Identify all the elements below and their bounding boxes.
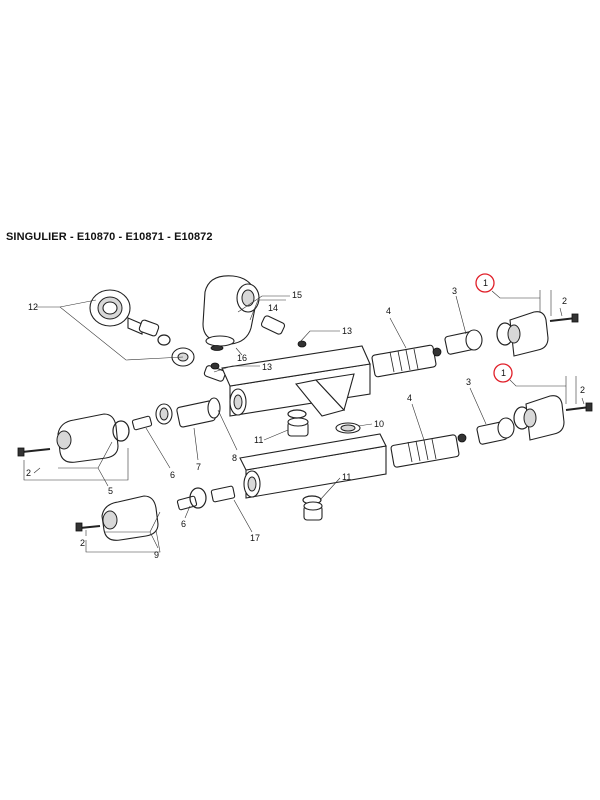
- label-part-6-lower: 6: [181, 519, 186, 529]
- label-part-4-upper: 4: [386, 306, 391, 316]
- part-17-mixer-body-lower: [239, 433, 387, 499]
- label-part-8: 8: [232, 453, 237, 463]
- label-part-11-upper: 11: [254, 435, 263, 445]
- page-title: SINGULIER - E10870 - E10871 - E10872: [6, 231, 213, 243]
- label-part-16: 16: [237, 353, 247, 363]
- part-5-handle-upper: [56, 413, 130, 463]
- part-13-connector-lower: [203, 362, 226, 382]
- part-2-screw-lower-right: [565, 402, 593, 412]
- label-part-1-upper: 1: [483, 278, 488, 288]
- part-1-handle-upper: [496, 311, 549, 357]
- label-part-6-upper: 6: [170, 470, 175, 480]
- part-8-mixer-body: [221, 345, 371, 417]
- part-2-screw-lower-left: [75, 522, 101, 532]
- label-part-3-lower: 3: [466, 377, 471, 387]
- part-12-flange: [89, 289, 195, 367]
- label-part-2-upper-right: 2: [562, 296, 567, 306]
- highlight-circle-part-1-lower: [493, 363, 513, 383]
- part-2-screw-upper-right: [549, 313, 579, 323]
- label-part-11-lower: 11: [342, 472, 351, 482]
- highlight-circle-part-1-upper: [475, 273, 495, 293]
- part-6-spindle-upper: [131, 415, 153, 431]
- label-part-1-lower: 1: [501, 368, 506, 378]
- part-2-screw-upper-left: [17, 447, 51, 457]
- part-6-spindle-lower: [176, 485, 236, 511]
- part-11-aerator-upper: [287, 409, 309, 437]
- label-part-2-lower-right: 2: [580, 385, 585, 395]
- label-part-15: 15: [292, 290, 302, 300]
- part-9-handle-lower: [101, 495, 159, 541]
- label-part-12: 12: [28, 302, 38, 312]
- leader-lines: [23, 290, 585, 553]
- label-part-13-upper: 13: [342, 326, 352, 336]
- label-part-2-upper-left: 2: [26, 468, 31, 478]
- part-13-connector-upper: [260, 315, 307, 348]
- part-3-adapter-lower: [476, 417, 515, 445]
- label-part-4-lower: 4: [407, 393, 412, 403]
- label-part-13-lower: 13: [262, 362, 272, 372]
- part-4-thermo-cartridge-upper: [371, 344, 442, 378]
- label-part-17: 17: [250, 533, 260, 543]
- part-4-thermo-cartridge-lower: [390, 433, 467, 468]
- label-part-14: 14: [268, 303, 278, 313]
- callout-labels: 12 15 14 16 13 13 8 7 6 5 2 11 10 4 3 1 …: [26, 278, 585, 560]
- label-part-10: 10: [374, 419, 384, 429]
- label-part-5: 5: [108, 486, 113, 496]
- label-part-9: 9: [154, 550, 159, 560]
- part-11-aerator-lower: [302, 495, 323, 521]
- part-10-washer: [335, 422, 361, 434]
- part-15-spout-elbow: [202, 275, 260, 351]
- part-3-adapter-upper: [444, 329, 483, 355]
- part-1-handle-lower: [513, 395, 565, 441]
- label-part-3-upper: 3: [452, 286, 457, 296]
- label-part-2-lower-left: 2: [80, 538, 85, 548]
- label-part-7: 7: [196, 462, 201, 472]
- part-7-cartridge: [155, 397, 221, 428]
